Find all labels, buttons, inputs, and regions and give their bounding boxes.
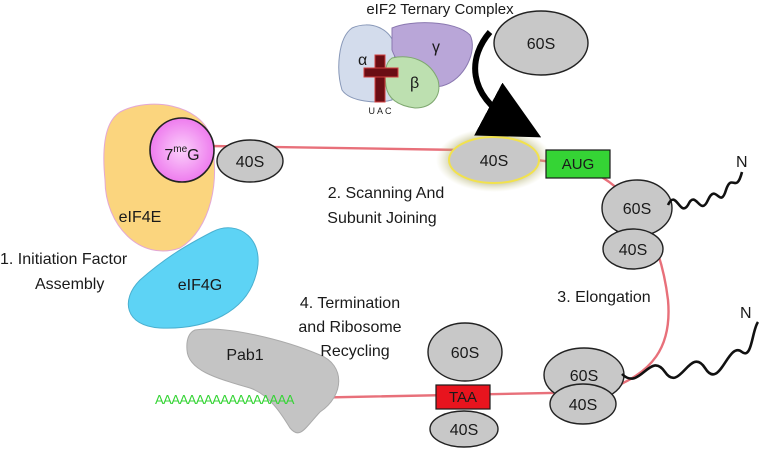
ternary-complex-title: eIF2 Ternary Complex — [366, 1, 514, 18]
ribosome-40s-term — [429, 410, 499, 448]
ribosome-60s-free-label: 60S — [527, 36, 555, 53]
anticodon-label: U A C — [368, 106, 392, 116]
nascent-peptide-upper — [666, 171, 744, 210]
ribosome-60s-elong-lower-label: 60S — [570, 368, 598, 385]
initiator-trna — [363, 54, 399, 103]
ribosome-40s-elong-lower — [549, 383, 617, 425]
ribosome-40s-scanning-label: 40S — [236, 154, 264, 171]
alpha-label: α — [358, 52, 367, 69]
step4-label-line3: Recycling — [320, 343, 389, 360]
ribosome-60s-elong-upper-label: 60S — [623, 201, 651, 218]
ribosome-60s-term — [427, 322, 503, 382]
ribosome-40s-elong-lower-label: 40S — [569, 397, 597, 414]
ribosome-40s-elong-upper-label: 40S — [619, 242, 647, 259]
cap-7meg — [149, 117, 215, 183]
step3-label: 3. Elongation — [557, 289, 650, 306]
gamma-label: γ — [432, 39, 440, 56]
n-terminus-lower: N — [740, 305, 752, 322]
pab1-label: Pab1 — [226, 347, 263, 364]
ribosome-60s-free — [493, 10, 589, 76]
eif4g-shape — [127, 227, 259, 329]
eif4g-label: eIF4G — [178, 277, 222, 294]
taa-codon-box — [435, 384, 491, 410]
aug-codon-label: AUG — [562, 156, 595, 173]
beta-label: β — [410, 75, 419, 92]
step1-label-line1: 1. Initiation Factor — [0, 251, 128, 268]
polya-tail: AAAAAAAAAAAAAAAAA — [155, 392, 295, 407]
ribosome-40s-term-label: 40S — [450, 422, 478, 439]
ribosome-60s-term-label: 60S — [451, 345, 479, 362]
mrna-line — [209, 144, 670, 400]
step2-label-line2: Subunit Joining — [327, 210, 436, 227]
step4-label-line2: and Ribosome — [298, 319, 401, 336]
step1-label-line2: Assembly — [35, 276, 104, 293]
ribosome-40s-scanning — [216, 139, 284, 183]
joining-arrow — [472, 30, 542, 138]
ribosome-40s-at-aug-label: 40S — [480, 153, 508, 170]
step2-label-line1: 2. Scanning And — [328, 185, 445, 202]
n-terminus-upper: N — [736, 154, 748, 171]
step4-label-line1: 4. Termination — [300, 295, 400, 312]
eif4e-label: eIF4E — [119, 209, 162, 226]
pab1-shape — [186, 328, 340, 434]
taa-codon-label: TAA — [449, 389, 477, 406]
aug-codon-box — [545, 149, 611, 179]
ribosome-40s-elong-upper — [602, 228, 664, 270]
nascent-peptide-lower — [621, 321, 760, 380]
cap-label: 7meG — [164, 144, 199, 164]
